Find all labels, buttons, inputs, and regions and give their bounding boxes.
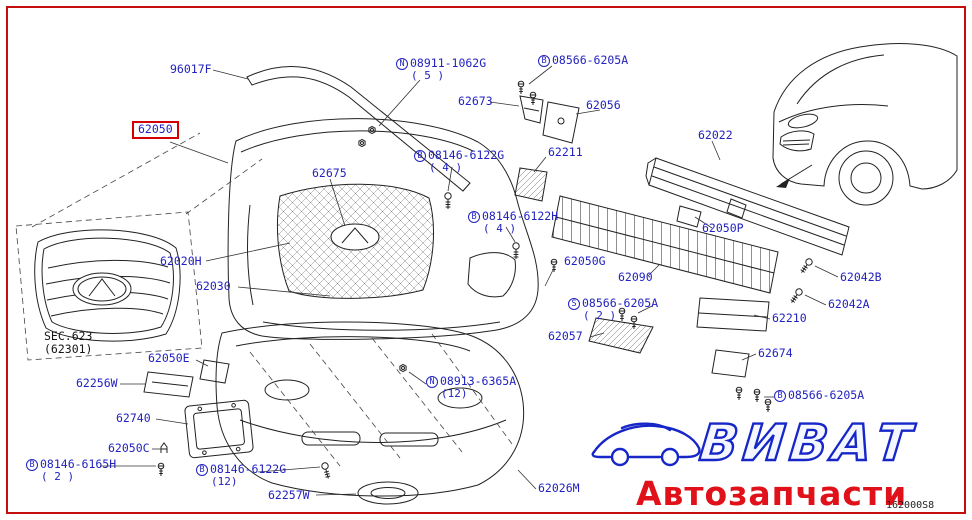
part-label-62050-highlighted[interactable]: 62050 <box>132 121 179 140</box>
part-label-62050G[interactable]: 62050G <box>564 254 606 268</box>
part-label-62020H[interactable]: 62020H <box>160 254 202 268</box>
license-bracket-art <box>184 399 254 459</box>
part-label-62050C[interactable]: 62050C <box>108 441 150 455</box>
section-ref-label[interactable]: SEC.623 (62301) <box>44 329 93 357</box>
part-label-62050E[interactable]: 62050E <box>148 351 190 365</box>
part-label-62210[interactable]: 62210 <box>772 311 807 325</box>
fastener-type-icon: B <box>468 211 480 223</box>
diagram-code: 162000S8 <box>886 500 935 511</box>
part-label-62026M[interactable]: 62026M <box>538 481 580 495</box>
part-number: 08913-6365A <box>440 374 517 388</box>
fastener-type-icon: B <box>196 464 208 476</box>
part-number: 08146-6122G <box>210 462 287 476</box>
fastener-type-icon: N <box>396 58 408 70</box>
quantity: ( 2 ) <box>41 470 75 484</box>
part-number: 08146-6165H <box>40 457 117 471</box>
part-label-62057[interactable]: 62057 <box>548 329 583 343</box>
quantity: (12) <box>441 387 468 401</box>
logo-tagline-text: Автозапчасти <box>636 474 908 513</box>
part-label-96017F[interactable]: 96017F <box>170 62 212 76</box>
quantity: (12) <box>211 475 238 489</box>
part-number: 08146-6122G <box>428 148 505 162</box>
fastener-type-icon: N <box>426 376 438 388</box>
molding-strip-art <box>246 66 471 192</box>
grille-art <box>34 229 181 342</box>
part-label-62674[interactable]: 62674 <box>758 346 793 360</box>
part-label-62022[interactable]: 62022 <box>698 128 733 142</box>
logo-car-icon <box>591 422 701 467</box>
reinforcement-bar-art <box>645 157 850 256</box>
part-label-62673[interactable]: 62673 <box>458 94 493 108</box>
part-label-62740[interactable]: 62740 <box>116 411 151 425</box>
fastener-type-icon: B <box>414 150 426 162</box>
section-part-number: (62301) <box>44 342 93 357</box>
part-label-62257W[interactable]: 62257W <box>268 488 310 502</box>
logo-brand-text: ВИВАТ <box>696 413 920 473</box>
quantity: ( 4 ) <box>483 222 517 236</box>
vehicle-sketch-art <box>772 43 958 206</box>
fastener-type-icon: B <box>538 55 550 67</box>
energy-absorber-art <box>551 195 779 294</box>
lower-bumper-art <box>215 321 525 497</box>
leader-lines <box>100 65 839 496</box>
quantity: ( 2 ) <box>583 309 617 323</box>
part-label-62256W[interactable]: 62256W <box>76 376 118 390</box>
part-label-62675[interactable]: 62675 <box>312 166 347 180</box>
quantity: ( 4 ) <box>429 161 463 175</box>
part-number: 08911-1062G <box>410 56 487 70</box>
bumper-fascia-art <box>227 118 539 340</box>
part-number: 08566-6205A <box>582 296 659 310</box>
part-label-62030[interactable]: 62030 <box>196 279 231 293</box>
part-label-62042A[interactable]: 62042A <box>828 297 870 311</box>
part-number: 08566-6205A <box>552 53 629 67</box>
section-number: SEC.623 <box>44 329 93 343</box>
part-label-62056[interactable]: 62056 <box>586 98 621 112</box>
projection-lines-art <box>15 132 513 467</box>
part-label-62042B[interactable]: 62042B <box>840 270 882 284</box>
part-label-62211[interactable]: 62211 <box>548 145 583 159</box>
quantity: ( 5 ) <box>411 69 445 83</box>
part-label-62090[interactable]: 62090 <box>618 270 653 284</box>
fastener-type-icon: B <box>26 459 38 471</box>
fog-finisher-art <box>357 481 419 505</box>
small-brackets-art <box>143 95 770 398</box>
part-label-62050P[interactable]: 62050P <box>702 221 744 235</box>
part-number: 08566-6205A <box>788 388 865 402</box>
part-number: 08146-6122H <box>482 209 559 223</box>
fastener-type-icon: S <box>568 298 580 310</box>
fastener-type-icon: B <box>774 390 786 402</box>
